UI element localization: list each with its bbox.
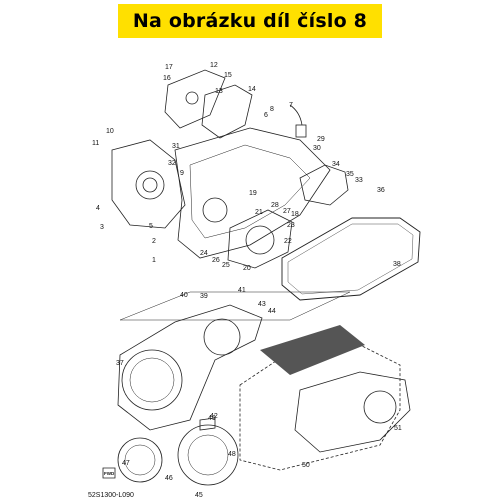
fwd-arrow-icon: FWD <box>102 467 116 479</box>
part-label-51: 51 <box>394 425 402 432</box>
part-label-12: 12 <box>210 62 218 69</box>
part-label-45: 45 <box>195 492 203 499</box>
part-label-11: 11 <box>92 140 99 147</box>
part-label-34: 34 <box>332 161 340 168</box>
part-label-29: 29 <box>317 136 325 143</box>
part-label-9: 9 <box>180 170 184 177</box>
part-label-10: 10 <box>106 128 114 135</box>
part-label-38: 38 <box>393 261 401 268</box>
part-label-3: 3 <box>100 224 104 231</box>
part-label-16: 16 <box>163 75 171 82</box>
outer-cover-51 <box>294 371 411 453</box>
cooling-fan-47 <box>117 437 163 483</box>
crankcase-gasket-38 <box>281 217 421 301</box>
cover-gasket-14 <box>201 84 253 139</box>
part-label-41: 41 <box>238 287 246 294</box>
part-label-5: 5 <box>149 223 153 230</box>
part-label-43: 43 <box>258 301 266 308</box>
title-banner: Na obrázku díl číslo 8 <box>118 4 382 38</box>
part-label-47: 47 <box>122 460 130 467</box>
water-pump-cover <box>299 164 349 206</box>
part-label-24: 24 <box>200 250 208 257</box>
generator-cover <box>227 209 293 269</box>
part-label-15: 15 <box>224 72 232 79</box>
part-label-21: 21 <box>255 209 263 216</box>
bearing-cover-plate <box>164 69 226 129</box>
crankcase-left-half <box>111 139 186 229</box>
crankcase-hub <box>202 197 228 223</box>
part-label-1: 1 <box>152 257 156 264</box>
part-label-44: 44 <box>268 308 276 315</box>
part-label-2: 2 <box>152 238 156 245</box>
part-label-37: 37 <box>116 360 124 367</box>
crankcase-bearing <box>135 170 165 200</box>
part-label-17: 17 <box>165 64 173 71</box>
part-label-13: 13 <box>215 88 223 95</box>
fan-cover-46 <box>177 424 239 486</box>
part-label-8: 8 <box>270 106 274 113</box>
cover-fan-grille <box>121 349 183 411</box>
part-label-50: 50 <box>302 462 310 469</box>
part-label-32: 32 <box>168 160 176 167</box>
part-label-40: 40 <box>180 292 188 299</box>
breather-hose <box>289 104 303 126</box>
air-filter-element <box>260 325 365 375</box>
part-label-14: 14 <box>248 86 256 93</box>
part-label-30: 30 <box>313 145 321 152</box>
part-label-48: 48 <box>228 451 236 458</box>
part-label-4: 4 <box>96 205 100 212</box>
part-label-46: 46 <box>165 475 173 482</box>
crankcase-body <box>174 127 331 259</box>
page-title: Na obrázku díl číslo 8 <box>132 10 368 32</box>
part-label-27: 27 <box>283 208 291 215</box>
part-label-18: 18 <box>291 211 299 218</box>
part-label-35: 35 <box>346 171 354 178</box>
air-duct-50 <box>239 344 401 471</box>
part-label-31: 31 <box>172 143 180 150</box>
part-label-36: 36 <box>377 187 385 194</box>
part-label-33: 33 <box>355 177 363 184</box>
part-label-23: 23 <box>287 222 295 229</box>
part-label-22: 22 <box>284 238 292 245</box>
part-label-20: 20 <box>243 265 251 272</box>
part-label-49: 49 <box>208 415 216 422</box>
part-label-39: 39 <box>200 293 208 300</box>
part-label-28: 28 <box>271 202 279 209</box>
drawing-code: 52S1300-L090 <box>88 492 134 499</box>
mounting-plane-outline <box>119 291 351 321</box>
crankcase-inner <box>189 144 311 239</box>
fwd-label: FWD <box>104 471 115 476</box>
crankcase-bearing-inner <box>142 177 158 193</box>
part-label-19: 19 <box>249 190 257 197</box>
part-label-25: 25 <box>222 262 230 269</box>
part-label-7: 7 <box>289 102 293 109</box>
part-label-26: 26 <box>212 257 220 264</box>
part-label-42: 42 <box>210 413 218 420</box>
part-label-6: 6 <box>264 112 268 119</box>
